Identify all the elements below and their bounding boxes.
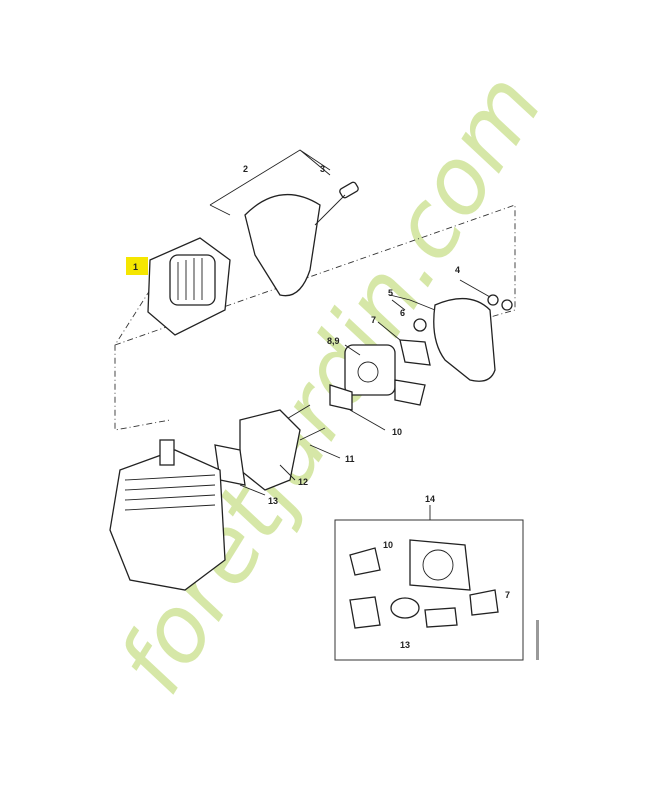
callout-highlight <box>126 257 148 275</box>
assembly-line <box>114 204 516 431</box>
callout-5[interactable]: 5 <box>388 288 393 298</box>
leader-2 <box>209 149 331 216</box>
callout-7[interactable]: 7 <box>371 315 376 325</box>
callout-1[interactable]: 1 <box>133 262 138 272</box>
callout-4[interactable]: 4 <box>455 265 460 275</box>
kit-inset-box <box>334 519 524 661</box>
inset-callout-13[interactable]: 13 <box>400 640 410 650</box>
watermark: foretjardin.com <box>98 55 563 711</box>
part-gasket[interactable] <box>329 384 353 411</box>
callout-11[interactable]: 11 <box>345 454 355 464</box>
part-carburetor[interactable] <box>344 344 426 406</box>
part-air-filter[interactable] <box>147 237 231 336</box>
part-screw[interactable] <box>284 404 326 441</box>
callout-3[interactable]: 3 <box>320 164 325 174</box>
inset-callout-10[interactable]: 10 <box>383 540 393 550</box>
part-flange[interactable] <box>239 409 301 491</box>
watermark-text: foretjardin.com <box>98 55 563 711</box>
part-nut[interactable] <box>501 299 513 311</box>
callout-10[interactable]: 10 <box>392 427 402 437</box>
kit-parts <box>349 539 499 629</box>
part-engine-cylinder <box>109 439 226 591</box>
inset-callout-7[interactable]: 7 <box>505 590 510 600</box>
reference-code-mark <box>536 620 539 660</box>
part-gasket[interactable] <box>399 339 431 366</box>
part-washer[interactable] <box>413 318 427 332</box>
part-filter-cover[interactable] <box>244 193 321 297</box>
callout-8-9[interactable]: 8,9 <box>327 336 340 346</box>
callout-2[interactable]: 2 <box>243 164 248 174</box>
callout-14[interactable]: 14 <box>425 494 435 504</box>
part-stud[interactable] <box>314 181 359 226</box>
callout-13[interactable]: 13 <box>268 496 278 506</box>
callout-6[interactable]: 6 <box>400 308 405 318</box>
callout-12[interactable]: 12 <box>298 477 308 487</box>
part-housing[interactable] <box>433 298 496 382</box>
part-gasket[interactable] <box>214 444 246 486</box>
part-nut[interactable] <box>487 294 499 306</box>
